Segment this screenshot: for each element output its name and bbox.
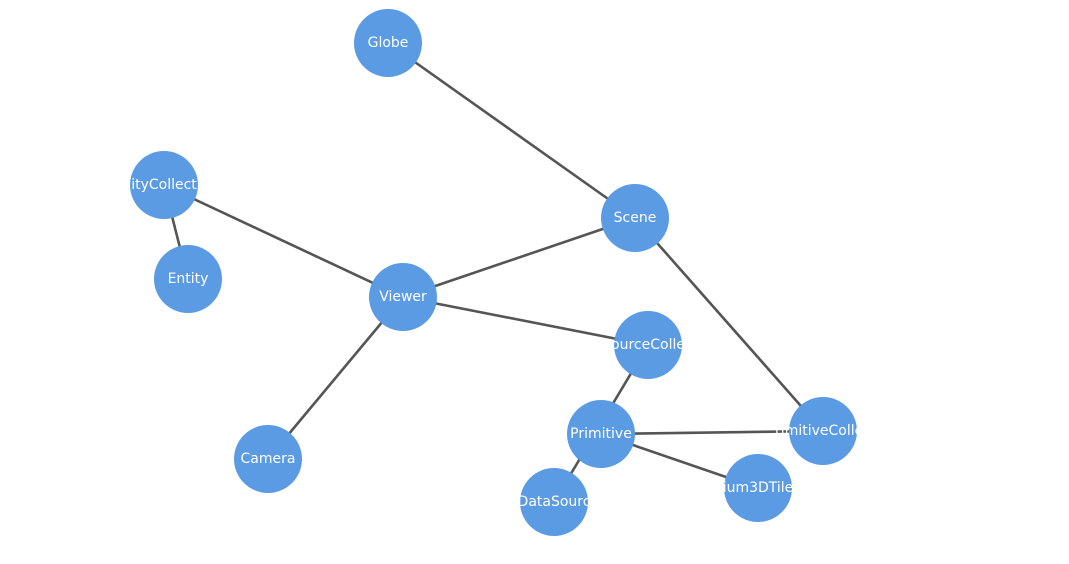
node-circle bbox=[789, 397, 857, 465]
node-label: Viewer bbox=[379, 289, 427, 305]
node-circle bbox=[520, 468, 588, 536]
node-label: Primitive bbox=[570, 426, 632, 442]
node-label: rimitiveCollec bbox=[775, 423, 871, 439]
edge-viewer-to-camera bbox=[267, 296, 404, 460]
node-label: Camera bbox=[241, 451, 296, 467]
edge-scene-to-primitive-collection bbox=[634, 217, 824, 432]
node-globe[interactable]: Globe bbox=[354, 9, 422, 77]
node-circle bbox=[354, 9, 422, 77]
node-datasource[interactable]: DataSourc bbox=[518, 468, 591, 536]
node-entity-collection[interactable]: ityCollect bbox=[130, 151, 198, 219]
node-circle bbox=[724, 454, 792, 522]
node-label: DataSourc bbox=[518, 494, 591, 510]
node-entity[interactable]: Entity bbox=[154, 245, 222, 313]
node-primitive[interactable]: Primitive bbox=[567, 400, 635, 468]
node-label: ityCollect bbox=[131, 177, 197, 193]
edge-viewer-to-datasource-collection bbox=[402, 295, 649, 347]
node-datasource-collection[interactable]: ourceColle bbox=[611, 311, 685, 379]
node-label: Scene bbox=[614, 210, 657, 226]
node-scene[interactable]: Scene bbox=[601, 184, 669, 252]
node-primitive-collection[interactable]: rimitiveCollec bbox=[775, 397, 871, 465]
edge-viewer-to-scene bbox=[402, 216, 636, 299]
node-label: ium3DTile bbox=[723, 480, 794, 496]
node-circle bbox=[614, 311, 682, 379]
node-label: Globe bbox=[368, 35, 409, 51]
node-cesium3dtileset[interactable]: ium3DTile bbox=[723, 454, 794, 522]
edge-viewer-to-entity-collection bbox=[163, 183, 404, 299]
node-label: Entity bbox=[168, 271, 209, 287]
node-camera[interactable]: Camera bbox=[234, 425, 302, 493]
node-circle bbox=[130, 151, 198, 219]
node-circle bbox=[369, 263, 437, 331]
node-circle bbox=[601, 184, 669, 252]
edge-scene-to-globe bbox=[387, 41, 636, 220]
node-circle bbox=[567, 400, 635, 468]
node-circle bbox=[154, 245, 222, 313]
node-viewer[interactable]: Viewer bbox=[369, 263, 437, 331]
node-label: ourceColle bbox=[611, 337, 685, 353]
node-circle bbox=[234, 425, 302, 493]
edge-primitive-to-primitive-collection bbox=[600, 429, 824, 436]
